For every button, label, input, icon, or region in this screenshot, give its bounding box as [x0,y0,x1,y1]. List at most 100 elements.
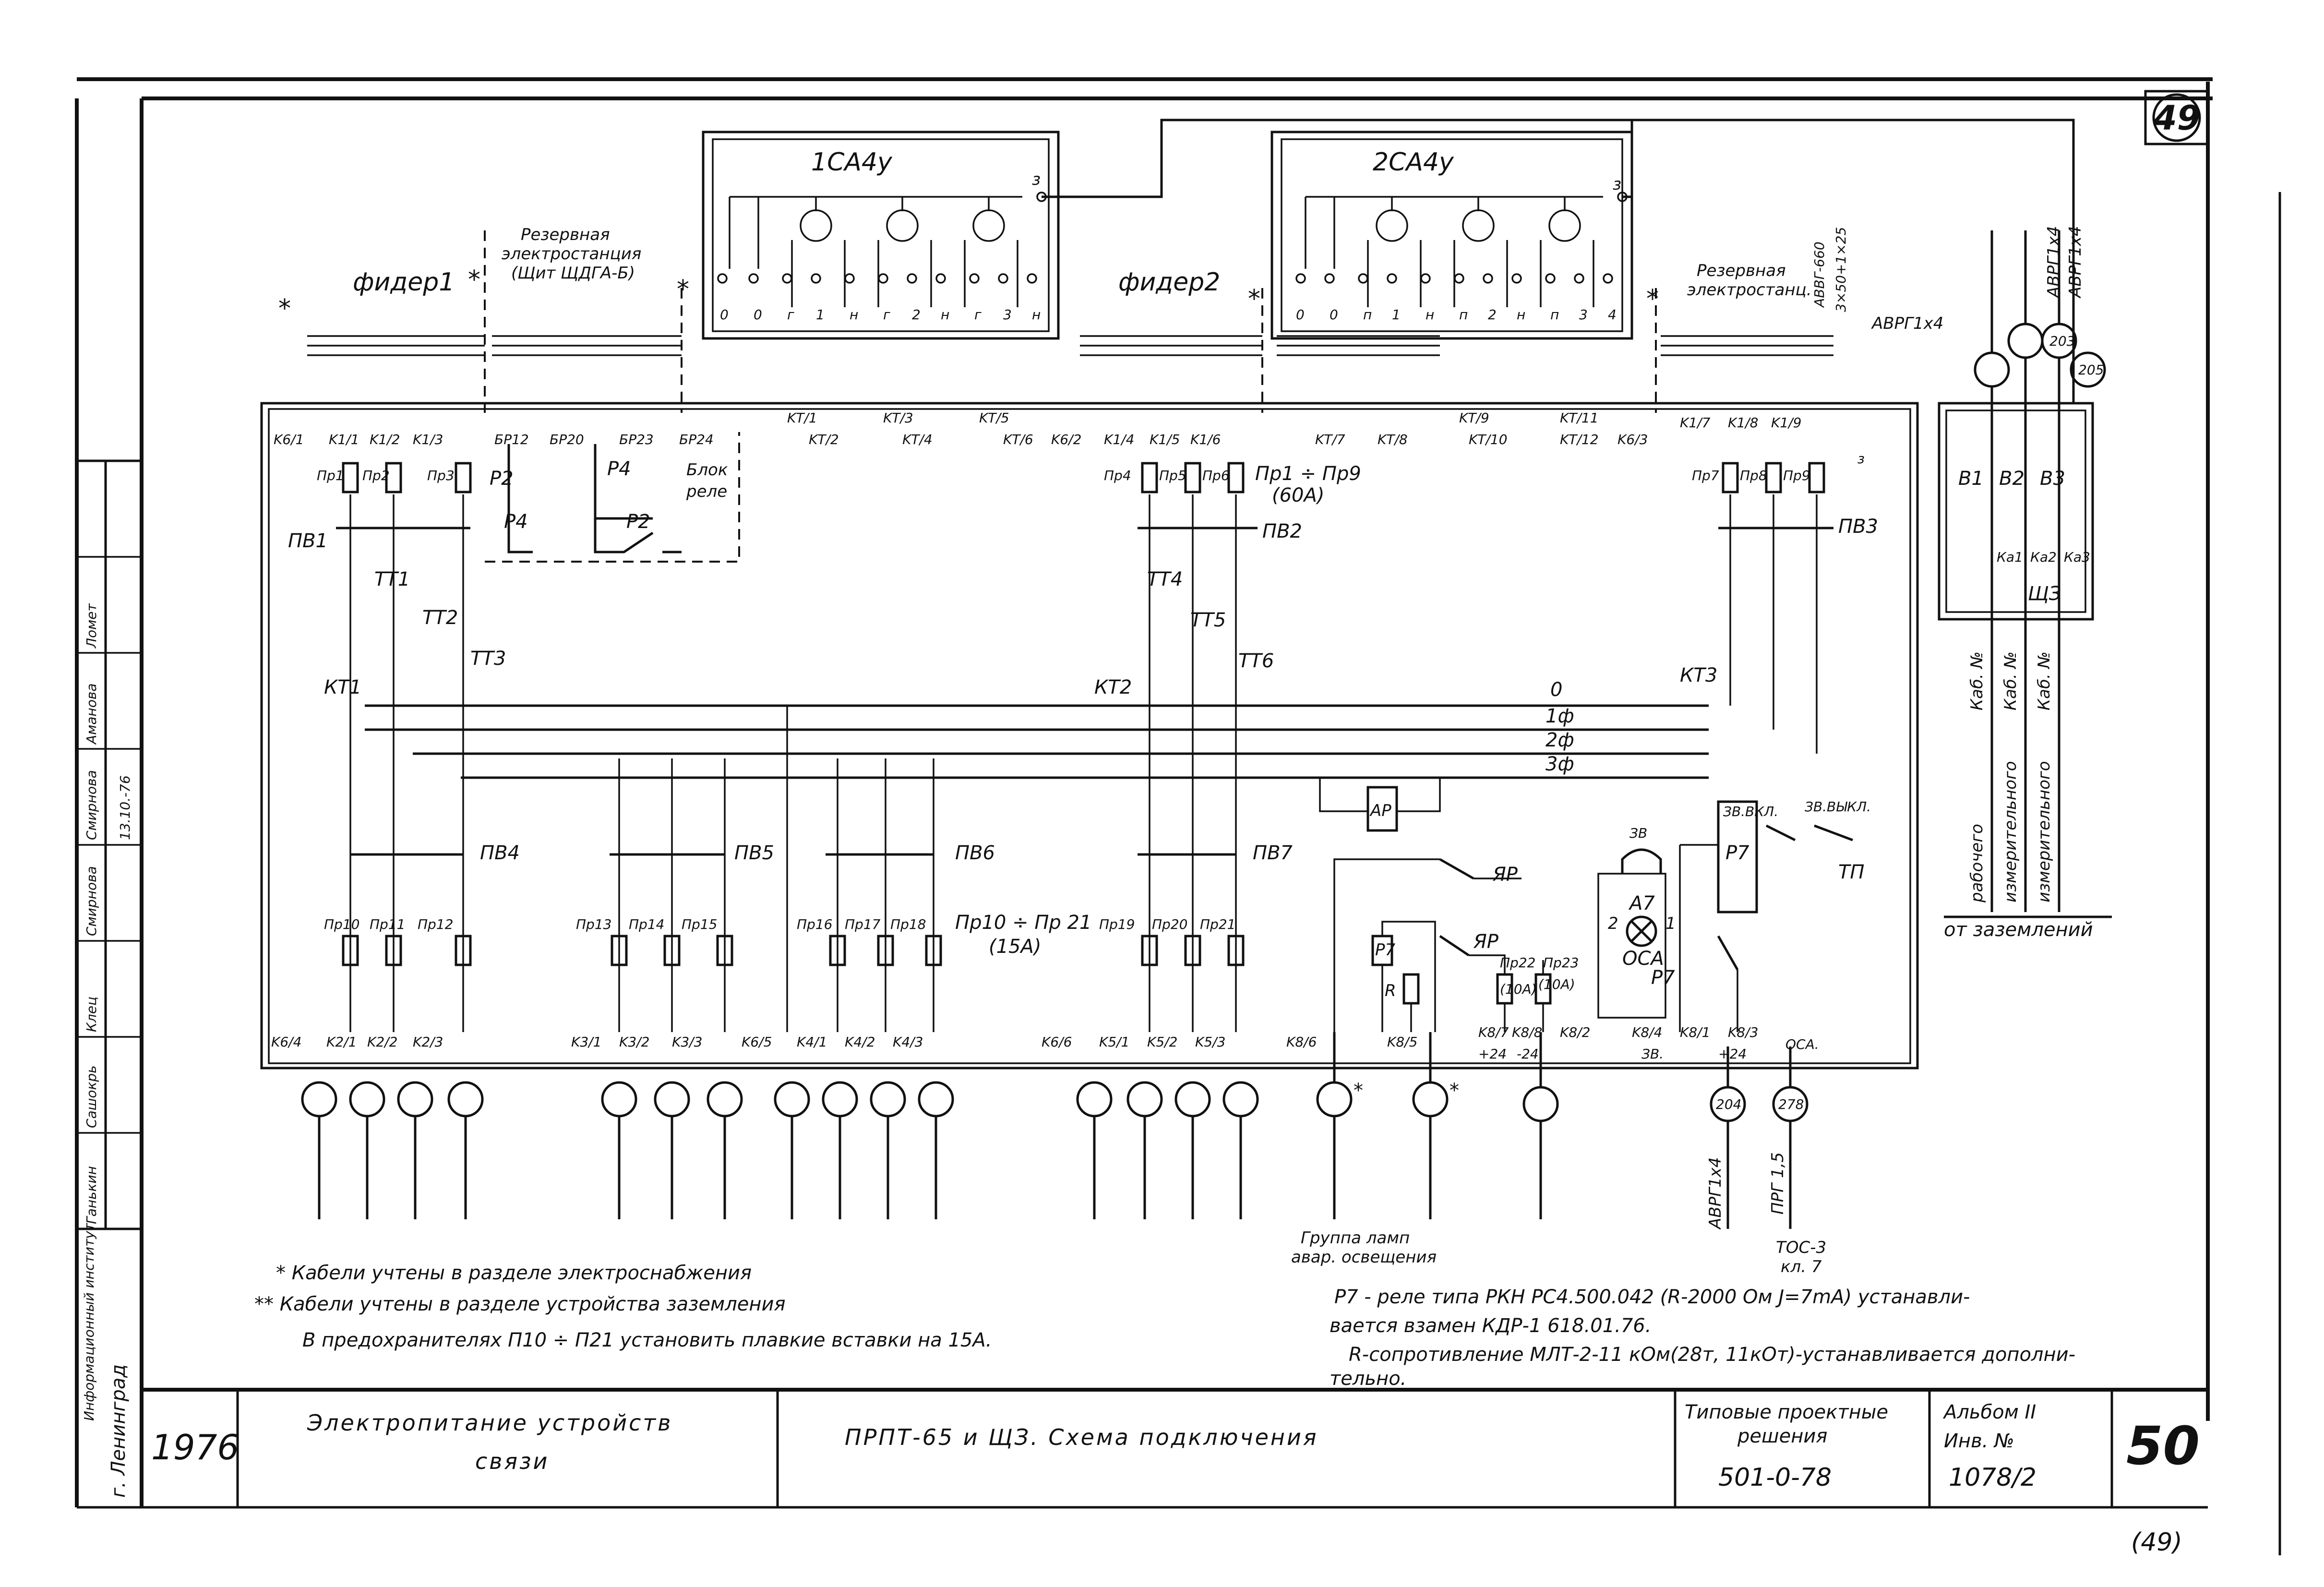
drawing-frame [75,77,2281,1555]
title-sheet: 50 [2126,1415,2200,1477]
svg-text:2: 2 [1608,914,1618,933]
lamp-group-label-1: Группа ламп [1301,1228,1410,1248]
svg-text:Ка3: Ка3 [2064,549,2090,565]
svg-text:ЯР: ЯР [1492,864,1518,886]
svg-text:Пр13: Пр13 [576,916,611,932]
cable-avvg-size: 3×50+1×25 [1833,227,1849,312]
svg-text:3: 3 [1579,307,1588,323]
svg-text:1: 1 [1392,307,1401,323]
svg-text:KT/1: KT/1 [787,410,817,426]
svg-text:204: 204 [1716,1096,1741,1112]
svg-text:K8/4: K8/4 [1632,1024,1662,1040]
svg-text:г: г [787,307,794,323]
alarm-circuit: АР ЯР P7 R ЯР Пр22 (10А) Пр23 (10А) А7 О… [1319,778,1871,1032]
vertical-wiring [349,494,1818,1032]
sheet-number-badge: 49 [2144,90,2209,145]
notes: * Кабели учтены в разделе электроснабжен… [254,1262,2075,1390]
svg-text:K5/1: K5/1 [1099,1034,1129,1050]
bottom-fuse-group: Пр10 Пр11 Пр12 Пр13 Пр14 Пр15 Пр16 Пр17 … [324,912,1245,966]
contactor-kt1: КТ1 [324,676,361,698]
svg-text:АВРГ1х4: АВРГ1х4 [2044,226,2063,299]
svg-text:K8/3: K8/3 [1728,1024,1758,1040]
svg-text:K3/2: K3/2 [619,1034,649,1050]
svg-text:ТТ2: ТТ2 [422,607,458,629]
svg-text:Клец: Клец [84,997,99,1032]
svg-text:K1/3: K1/3 [413,432,443,447]
svg-text:Пр23: Пр23 [1543,955,1579,971]
svg-text:P7: P7 [1651,967,1675,989]
svg-text:K1/9: K1/9 [1771,415,1801,431]
title-inv-num: 1078/2 [1949,1463,2036,1492]
svg-text:KT/3: KT/3 [883,410,913,426]
svg-text:K1/2: K1/2 [370,432,400,447]
svg-text:Пр4: Пр4 [1104,468,1131,483]
svg-text:K6/1: K6/1 [274,432,304,447]
svg-text:+24: +24 [1478,1046,1507,1062]
note-1: * Кабели учтены в разделе электроснабжен… [276,1262,752,1284]
prpt-cabinet-inner [268,408,1911,1064]
svg-text:ЗВ.ВКЛ.: ЗВ.ВКЛ. [1723,804,1778,819]
svg-text:АР: АР [1369,801,1391,820]
svg-text:Пр16: Пр16 [797,916,832,932]
svg-text:п: п [1550,307,1559,323]
svg-text:K8/1: K8/1 [1680,1024,1710,1040]
svg-text:Ка1: Ка1 [1997,549,2023,565]
svg-text:БР12: БР12 [494,432,529,447]
title-year: 1976 [151,1427,239,1467]
ground-link-wire [1042,119,2075,403]
svg-text:-24: -24 [1517,1046,1539,1062]
sheet-number: 49 [2153,98,2200,138]
svg-text:ПВ3: ПВ3 [1838,516,1878,538]
svg-text:KT/5: KT/5 [979,410,1009,426]
svg-text:*: * [468,265,480,294]
svg-text:Пр2: Пр2 [362,468,390,483]
svg-text:(10А): (10А) [1538,976,1575,992]
svg-text:1ф: 1ф [1545,705,1574,727]
svg-text:рабочего: рабочего [1967,824,1987,903]
svg-text:от заземлений: от заземлений [1944,919,2093,941]
svg-text:ПВ1: ПВ1 [288,530,328,552]
svg-text:*: * [278,294,291,323]
panel-1ca4y-title: 1CA4y [811,148,893,177]
svg-text:K2/2: K2/2 [367,1034,397,1050]
svg-text:Пр10: Пр10 [324,916,359,932]
svg-text:н: н [1426,307,1434,323]
note-4a: Р7 - реле типа РКН РС4.500.042 (R-2000 О… [1334,1286,1970,1308]
svg-text:K5/3: K5/3 [1195,1034,1225,1050]
svg-text:ТТ1: ТТ1 [374,568,410,590]
top-terminal-labels: K6/1 K1/1 K1/2 K1/3 БР12 БР20 БР23 БР24 … [274,410,1865,467]
contactor-kt3: КТ3 [1680,664,1717,686]
svg-text:K2/3: K2/3 [413,1034,443,1050]
relay-block: P2 P4 P4 P2 Блок реле [490,444,728,553]
svg-text:Ломет: Ломет [84,603,99,649]
svg-text:(60А): (60А) [1272,484,1324,506]
svg-text:3: 3 [1003,307,1012,323]
svg-text:(49): (49) [2131,1528,2182,1557]
title-subject-2: связи [475,1448,549,1474]
svg-text:*: * [1248,285,1260,313]
svg-text:п: п [1363,307,1372,323]
signature-strip: Ганькин Сашокрь Клец Смирнова Смирнова А… [77,459,142,1498]
svg-text:Блок: Блок [686,460,728,480]
svg-text:Пр20: Пр20 [1152,916,1187,932]
title-typical-num: 501-0-78 [1718,1463,1832,1492]
svg-text:Пр14: Пр14 [629,916,664,932]
note-5a: R-сопротивление МЛТ-2-11 кОм(28т, 11кОт)… [1349,1344,2075,1366]
svg-text:Аманова: Аманова [84,683,99,745]
svg-text:K3/3: K3/3 [672,1034,702,1050]
svg-text:KT/4: KT/4 [902,432,933,447]
svg-text:278: 278 [1778,1096,1804,1112]
city-label: г. Ленинград [108,1364,130,1498]
svg-text:0: 0 [754,307,762,323]
svg-text:ТТ4: ТТ4 [1147,568,1183,590]
svg-text:KT/2: KT/2 [809,432,839,447]
svg-text:Информационный институт: Информационный институт [81,1223,97,1421]
svg-text:г: г [883,307,890,323]
svg-text:KT/9: KT/9 [1459,410,1489,426]
svg-text:KT/8: KT/8 [1378,432,1408,447]
svg-text:0: 0 [1296,307,1305,323]
svg-text:Ганькин: Ганькин [84,1166,99,1224]
cable-glands [301,1032,1559,1219]
svg-text:13.10.-76: 13.10.-76 [117,775,133,840]
